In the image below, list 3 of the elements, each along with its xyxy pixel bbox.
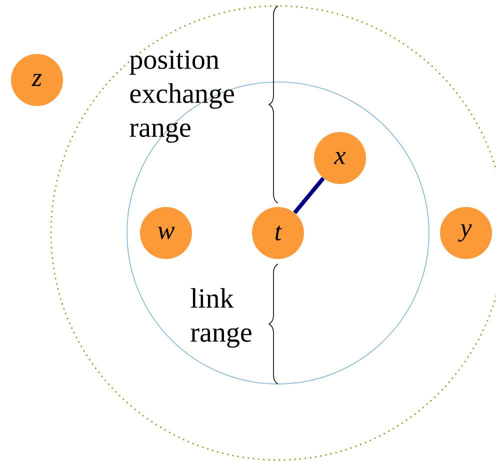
range-label: position exchange range [130, 50, 234, 143]
link-line [293, 176, 325, 214]
range-label: link range [190, 288, 252, 348]
